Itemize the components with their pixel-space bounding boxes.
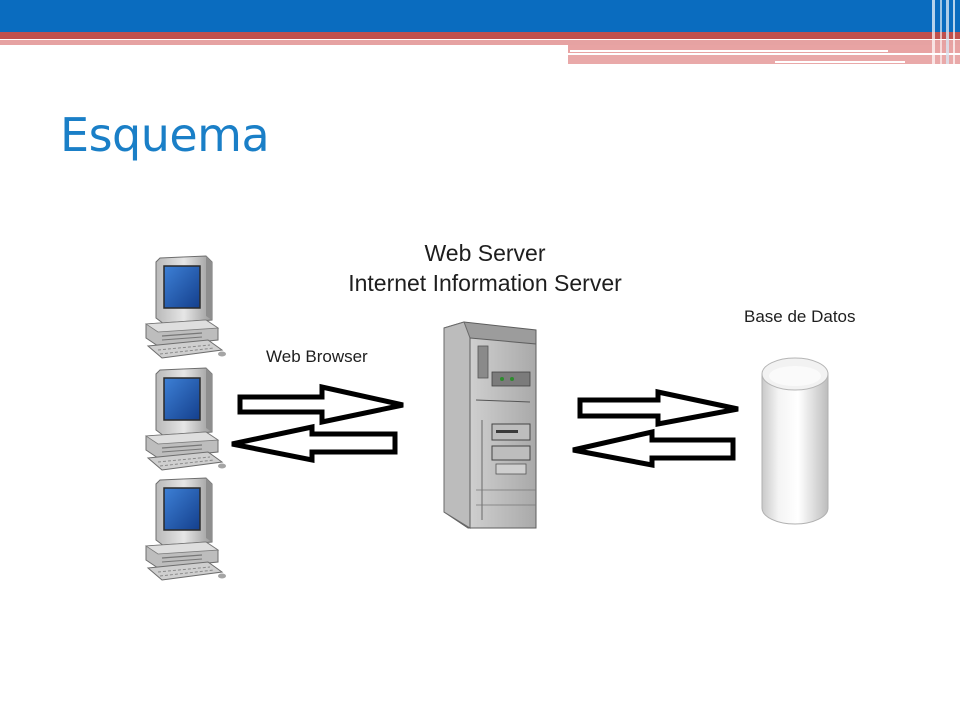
web-server-label: Web Server Internet Information Server (340, 238, 630, 298)
client-computer-3 (145, 477, 227, 581)
banner-white-line-lower (775, 61, 905, 63)
banner-red-stripe (0, 32, 960, 39)
banner-white-line (570, 50, 888, 52)
banner-pink-stripe (0, 40, 960, 45)
arrow-request-to-server (237, 383, 404, 426)
client-computer-1 (145, 255, 227, 359)
iis-title: Internet Information Server (348, 270, 622, 296)
banner-pink-tab-lower (568, 55, 960, 64)
server-tower-icon (443, 321, 537, 529)
database-cylinder-icon (761, 357, 829, 525)
web-browser-label: Web Browser (266, 347, 368, 366)
banner-edge-stripes (932, 0, 955, 64)
header-banner (0, 0, 960, 64)
arrow-query-to-database (577, 388, 739, 428)
banner-pink-tab (568, 45, 960, 53)
database-label: Base de Datos (744, 307, 856, 326)
banner-blue-band (0, 0, 960, 32)
arrow-response-to-clients (231, 423, 398, 464)
slide-title: Esquema (60, 108, 270, 162)
web-server-title: Web Server (424, 240, 546, 266)
arrow-result-to-server (572, 428, 736, 469)
client-computer-2 (145, 367, 227, 471)
